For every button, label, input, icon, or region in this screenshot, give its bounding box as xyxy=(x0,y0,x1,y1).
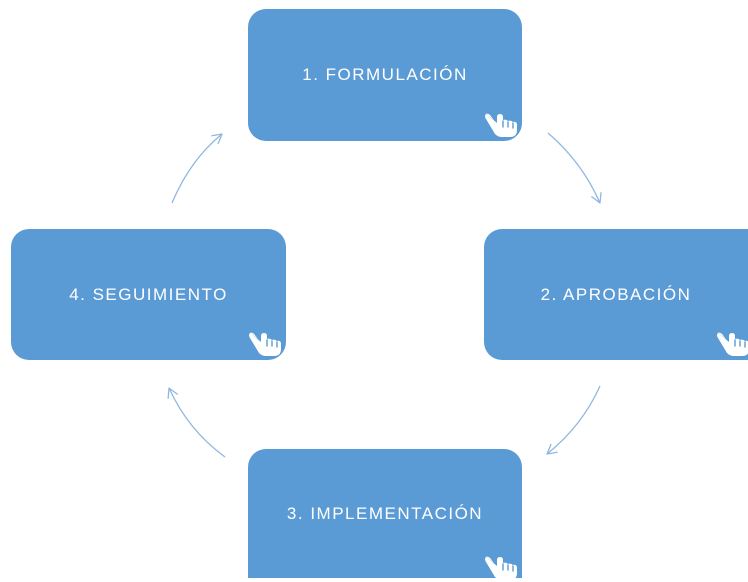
hand-pointer-icon xyxy=(248,331,281,356)
step-label: 3. IMPLEMENTACIÓN xyxy=(286,503,484,523)
step-card-seguimiento[interactable]: 4. SEGUIMIENTO xyxy=(11,229,286,360)
step-card-aprobacion[interactable]: 2. APROBACIÓN xyxy=(484,229,748,360)
arrow-1-to-2 xyxy=(547,132,602,204)
arrow-2-to-3 xyxy=(546,385,601,455)
step-label: 4. SEGUIMIENTO xyxy=(69,284,228,304)
step-label: 2. APROBACIÓN xyxy=(540,284,692,304)
hand-pointer-icon xyxy=(716,331,748,356)
arrow-4-to-1 xyxy=(171,133,223,204)
hand-pointer-icon xyxy=(484,112,517,137)
step-card-formulacion[interactable]: 1. FORMULACIÓN xyxy=(248,9,522,141)
hand-pointer-icon xyxy=(484,555,517,580)
step-label: 1. FORMULACIÓN xyxy=(302,65,468,84)
step-card-implementacion[interactable]: 3. IMPLEMENTACIÓN xyxy=(248,449,522,580)
arrow-3-to-4 xyxy=(167,387,226,458)
